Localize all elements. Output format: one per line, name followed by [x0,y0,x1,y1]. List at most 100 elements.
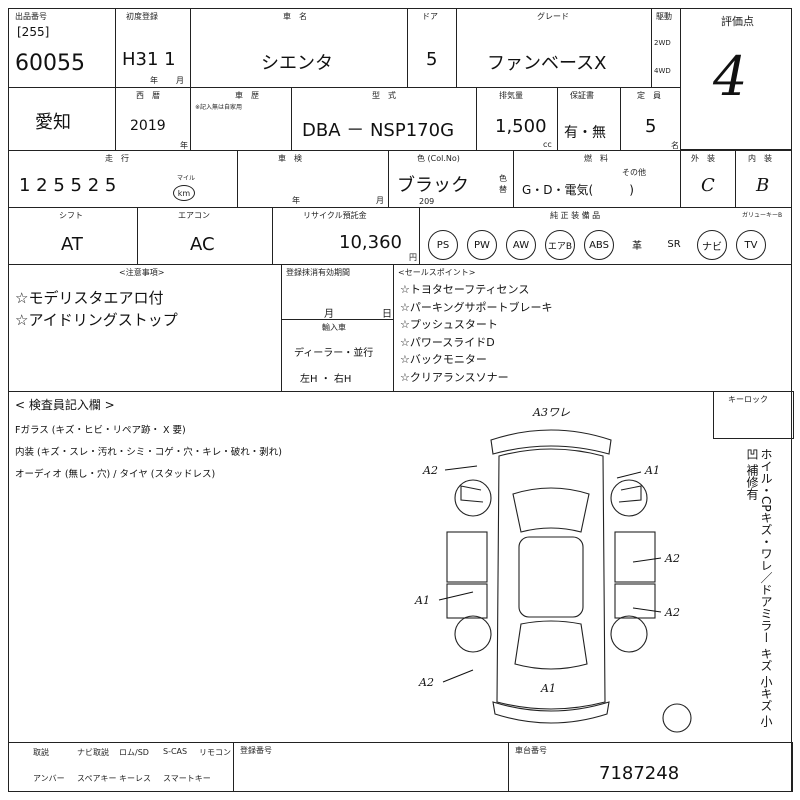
wheel-front-left [454,479,492,517]
grade-label: グレード [537,12,569,21]
interior-cell: 内 装 B [735,150,792,208]
year-suffix: 年 [180,141,188,150]
month-unit: 月 [176,76,184,85]
footer-items: 取説 ナビ取説 ロム/SD S-CAS リモコン アンバー スペアキー キーレス… [23,743,233,791]
year-label: 西 暦 [136,91,160,100]
equipment-label: 純 正 装 備 品 [550,211,601,220]
side-text: ホイル・CPキズ・ワレ／ドアミラー キズ 小キズ 小凹 補修有 [745,448,773,728]
rear-window [514,620,588,670]
equip-leather: 革 [632,240,642,252]
reg-month: 月 [324,309,334,320]
import-value: ディーラー・並行 [294,348,374,359]
inspection-month: 月 [376,196,384,205]
exterior-value: C [701,175,715,196]
lot-number: 60055 [15,51,85,76]
sales-item: ☆トヨタセーフティセンス [400,283,530,296]
damage-mark: A1 [540,682,556,695]
door-front-right [614,531,656,583]
inspection-line: オーディオ (無し・穴) / タイヤ (スタッドレス) [15,469,216,480]
sales-item: ☆バックモニター [400,353,487,366]
car-diagram: A3ワレ A2 A1 A2 A1 A2 A2 A1 [414,406,692,733]
chassis-label: 車台番号 [515,746,547,755]
recycle-cell: リサイクル預託金 10,360 円 [272,207,420,265]
door-rear-right [614,583,656,619]
door-label: ドア [422,12,438,21]
garage-label: ガリューキーB [742,212,783,219]
mileage-unit-mile: マイル [177,175,196,182]
footer-item: アンバー [33,774,65,783]
displacement-label: 排気量 [499,91,523,100]
footer-item: ロム/SD [119,748,149,757]
reg-day: 日 [382,309,392,320]
sales-list: ☆トヨタセーフティセンス ☆パーキングサポートブレーキ ☆プッシュスタート ☆パ… [400,281,553,386]
car-name: シエンタ [261,53,333,74]
reg-number-label: 登録番号 [240,746,272,755]
color-change: 色替 [499,174,507,194]
damage-mark: A2 [422,464,438,477]
interior-value: B [756,175,770,196]
sales-item: ☆クリアランスソナー [400,370,509,384]
color-cell: 色 (Col.No) ブラック 209 色替 [388,150,514,208]
capacity-unit: 名 [671,141,679,150]
mileage-cell: 走 行 1 2 5 5 2 5 マイル km [8,150,238,208]
sales-item: ☆プッシュスタート [400,318,498,331]
equip-abs: ABS [584,230,614,260]
mirror-left [460,485,484,503]
first-reg-label: 初度登録 [126,12,158,21]
displacement-value: 1,500 [495,116,547,137]
shift-label: シフト [59,211,83,220]
history-cell: 車 歴 ※記入無は自家用 [190,87,292,151]
lot-cell: 出品番号 [255] 60055 [8,8,116,88]
lot-sub: [255] [17,25,50,39]
ac-label: エアコン [178,211,210,220]
warranty-value: 有・無 [564,125,606,141]
car-body [496,448,606,710]
reg-expiry-cell: 登録抹消有効期間 月 日 [281,264,394,320]
first-reg-value: H31 1 [122,49,176,70]
import-cell: 輸入車 ディーラー・並行 左H ・ 右H [281,319,394,392]
equip-aw: AW [506,230,536,260]
roof [518,536,584,618]
exterior-label: 外 装 [691,154,715,163]
equip-sr: SR [667,238,681,250]
score-cell: 評価点 4 [680,8,792,150]
region-cell: 愛知 [8,87,116,151]
chassis-value: 7187248 [599,763,680,784]
ac-cell: エアコン AC [137,207,273,265]
inspection-title: < 検査員記入欄 > [15,398,115,412]
color-value: ブラック [397,175,469,196]
car-name-label: 車 名 [283,12,307,21]
inspection-area: < 検査員記入欄 > Fガラス (キズ・ヒビ・リペア跡・ X 要) 内装 (キズ… [8,391,794,743]
damage-mark: A1 [644,464,660,477]
region: 愛知 [35,112,71,133]
drive-label: 駆動 [656,12,672,21]
mileage-label: 走 行 [105,154,129,163]
inspection-cell: 車 検 年 月 [237,150,389,208]
reg-number-box: 登録番号 [233,742,509,792]
capacity-label: 定 員 [637,91,661,100]
interior-label: 内 装 [748,154,772,163]
wheel-rear-right [610,615,648,653]
year-cell: 西 暦 2019 年 [115,87,191,151]
equip-tv: TV [736,230,766,260]
reg-expiry-label: 登録抹消有効期間 [286,268,350,277]
shift-cell: シフト AT [8,207,138,265]
inspection-lines: Fガラス (キズ・ヒビ・リペア跡・ X 要) 内装 (キズ・スレ・汚れ・シミ・コ… [15,420,282,486]
caution-label: <注意事項> [119,268,165,277]
equipment-cell: 純 正 装 備 品 ガリューキーB PS PW AW エアB ABS 革 SR … [419,207,792,265]
keylock-label: キーロック [728,395,768,404]
grade-cell: グレード ファンベースX [456,8,652,88]
score-value: 4 [713,45,748,108]
recycle-value: 10,360 [339,232,402,253]
equip-ps: PS [428,230,458,260]
inspection-line: 内装 (キズ・スレ・汚れ・シミ・コゲ・穴・キレ・破れ・剥れ) [15,447,282,458]
car-name-cell: 車 名 シエンタ [190,8,408,88]
damage-mark: A1 [414,594,430,607]
mileage-value: 1 2 5 5 2 5 [19,175,117,196]
keylock-box: キーロック [713,391,794,439]
sales-label: <セールスポイント> [398,268,476,277]
ac-value: AC [190,234,215,255]
inspection-label: 車 検 [278,154,302,163]
history-label: 車 歴 [235,91,259,100]
damage-mark: A3ワレ [532,406,570,419]
